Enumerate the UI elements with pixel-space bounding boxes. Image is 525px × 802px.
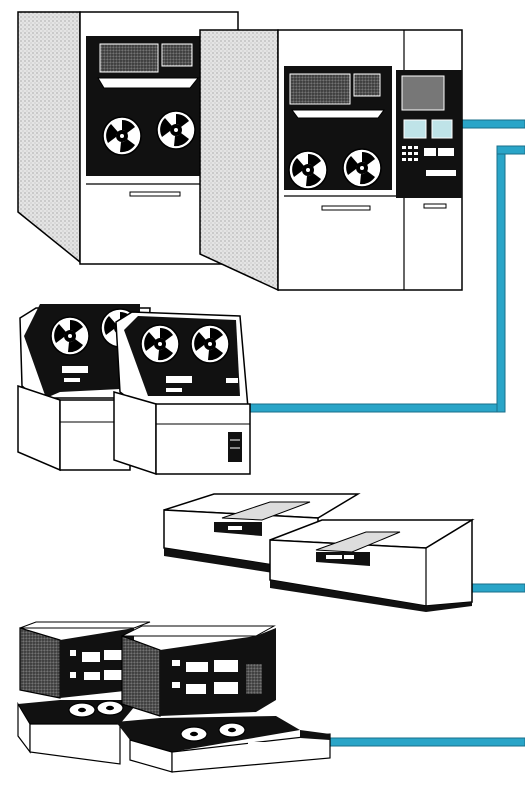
tape-reel-icon xyxy=(141,325,179,363)
tabletop-recorder-front xyxy=(116,626,330,772)
tape-reel-icon xyxy=(219,723,245,737)
connector-cable-2-vertical xyxy=(497,146,505,412)
connector-cable-3 xyxy=(470,584,525,592)
tape-reel-icon xyxy=(157,111,195,149)
connector-cable-2-top xyxy=(497,146,525,154)
tape-reel-icon xyxy=(103,117,141,155)
cartridge-unit-front xyxy=(270,520,472,612)
display-screen xyxy=(402,76,444,110)
tape-reel-icon xyxy=(191,325,229,363)
reel-tape-drives xyxy=(18,304,250,474)
tabletop-reel-recorders xyxy=(18,622,330,772)
tape-reel-icon xyxy=(181,727,207,741)
tape-reel-icon xyxy=(51,317,89,355)
tape-cabinet-right xyxy=(200,30,462,290)
tape-reel-icon xyxy=(97,701,123,715)
mainframe-tape-cabinets xyxy=(18,12,462,290)
tape-reel-icon xyxy=(69,703,95,717)
cartridge-tape-units xyxy=(164,494,472,612)
connector-cable-2 xyxy=(250,404,505,412)
reel-drive-front xyxy=(114,312,250,474)
tape-reel-icon xyxy=(289,151,327,189)
tape-reel-icon xyxy=(343,149,381,187)
connector-cable-1 xyxy=(462,120,525,128)
